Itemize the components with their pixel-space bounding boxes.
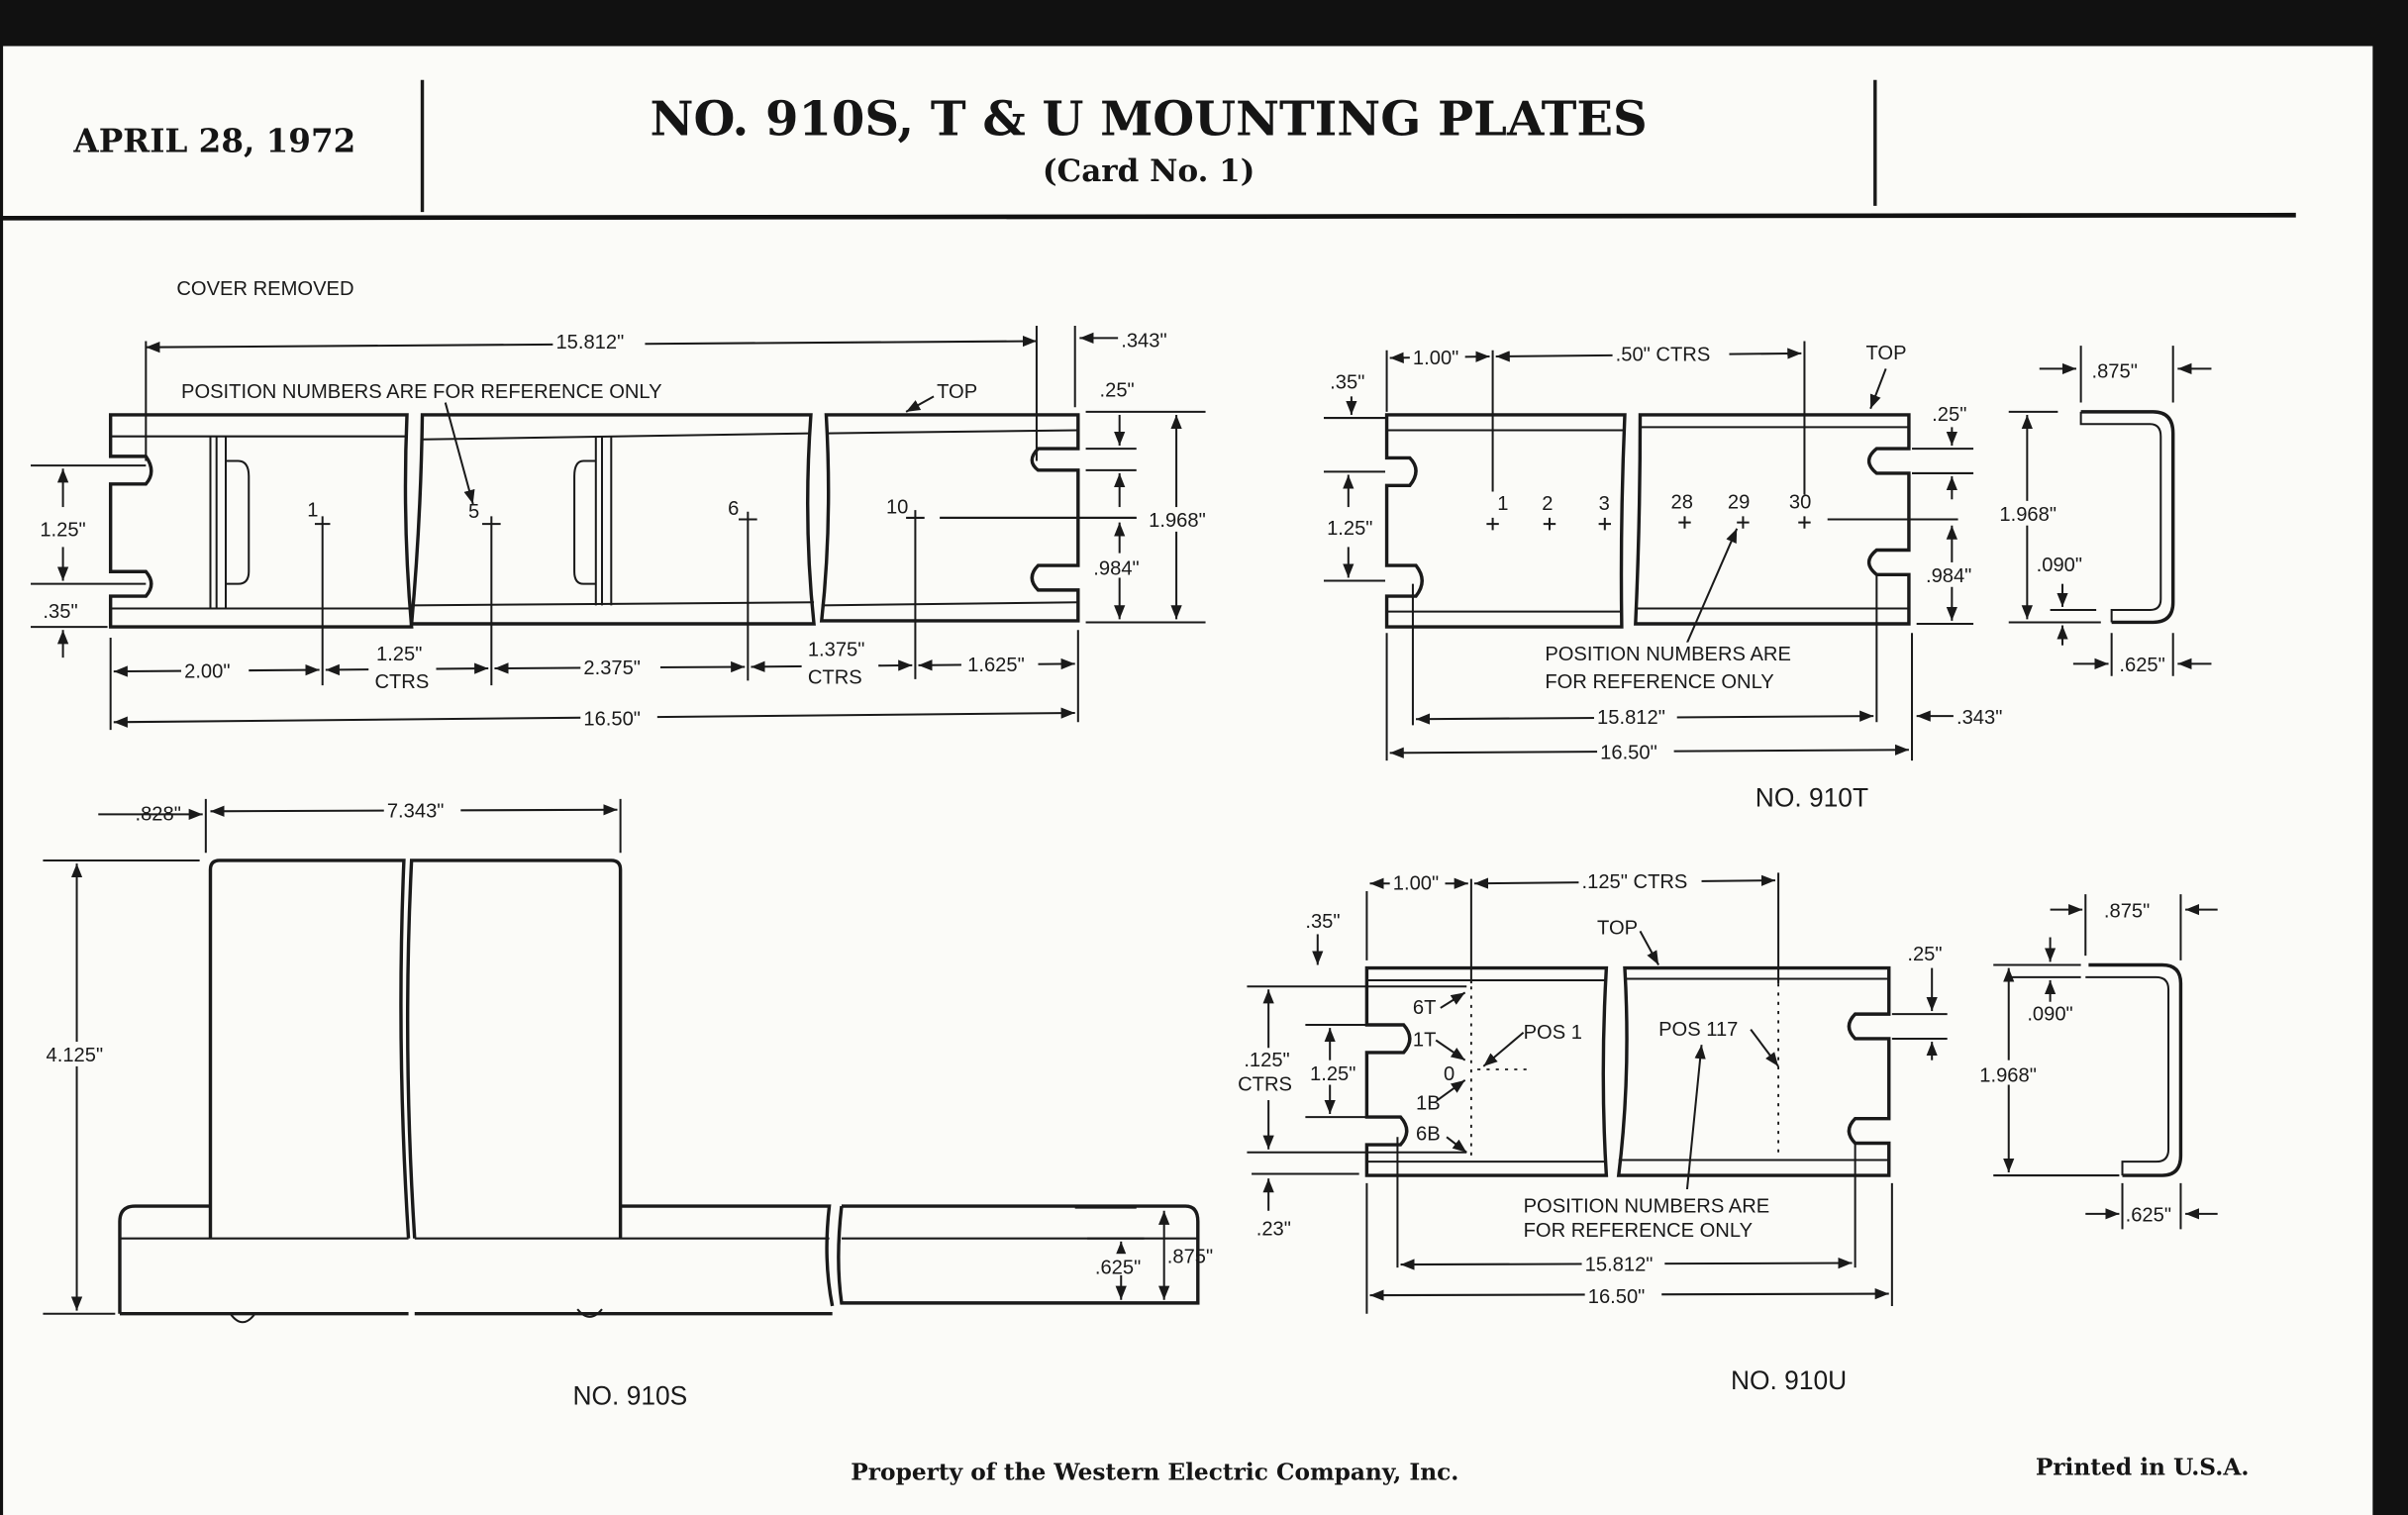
dim-125-ctrs: 1.25" — [376, 644, 422, 665]
reference-note: POSITION NUMBERS ARE FOR REFERENCE ONLY — [181, 381, 662, 403]
marker-zero: 0 — [1444, 1063, 1455, 1085]
dim-625: .625" — [2119, 655, 2164, 676]
dim-1968: 1.968" — [1999, 504, 2057, 526]
dim-1650: 16.50" — [583, 708, 641, 730]
dim-828: .828" — [135, 804, 180, 826]
dim-1968: 1.968" — [1979, 1064, 2037, 1086]
drawing-910s-top: COVER REMOVED POSITION NUMBERS ARE FOR R… — [31, 278, 1220, 730]
caption-910s: NO. 910S — [573, 1380, 688, 1410]
dim-125: 1.25" — [1310, 1063, 1355, 1085]
dim-875: .875" — [2104, 900, 2150, 922]
footer-printed: Printed in U.S.A. — [2036, 1455, 2250, 1481]
position-label: 1 — [307, 499, 318, 521]
dim-100: 1.00" — [1393, 872, 1439, 894]
drawing-910t: 1 2 3 28 29 30 1.00" .50" CTRS TOP .35" … — [1323, 341, 2212, 813]
dim-35: .35" — [43, 601, 77, 623]
date: APRIL 28, 1972 — [72, 122, 355, 160]
caption-910u: NO. 910U — [1731, 1365, 1847, 1395]
header-rule — [0, 212, 2296, 221]
dim-125a: .125" — [1244, 1050, 1289, 1071]
dim-984: .984" — [1926, 565, 1971, 587]
position-label: 3 — [1599, 493, 1610, 515]
marker-6t: 6T — [1413, 997, 1437, 1019]
dim-200: 2.00" — [184, 660, 230, 682]
position-label: 30 — [1789, 492, 1811, 514]
dim-125-ctrs: .125" CTRS — [1582, 871, 1688, 893]
top-label: TOP — [1597, 917, 1638, 939]
header: APRIL 28, 1972 NO. 910S, T & U MOUNTING … — [0, 79, 2296, 221]
dim-15812: 15.812" — [1597, 707, 1665, 729]
dim-1625: 1.625" — [967, 655, 1025, 676]
marker-1b: 1B — [1416, 1092, 1441, 1114]
footer-property: Property of the Western Electric Company… — [851, 1459, 1458, 1485]
dim-35: .35" — [1305, 911, 1340, 933]
dim-625: .625" — [2126, 1205, 2171, 1227]
reference-note: POSITION NUMBERS ARE — [1545, 644, 1791, 665]
dim-875: .875" — [2091, 361, 2137, 383]
dim-1968: 1.968" — [1149, 510, 1206, 532]
position-label: 28 — [1671, 492, 1693, 514]
dim-625: .625" — [1095, 1257, 1141, 1278]
dim-090: .090" — [2037, 555, 2082, 576]
dim-25: .25" — [1907, 944, 1942, 965]
dim-090: .090" — [2027, 1003, 2072, 1025]
top-label: TOP — [1865, 343, 1906, 364]
cover-note: COVER REMOVED — [176, 278, 353, 300]
dim-23: .23" — [1256, 1219, 1291, 1241]
ctrs-label: CTRS — [808, 667, 862, 689]
dim-343: .343" — [1121, 331, 1166, 353]
caption-910t: NO. 910T — [1756, 783, 1868, 813]
dim-25: .25" — [1100, 379, 1135, 401]
position-label: 1 — [1497, 493, 1508, 515]
dim-125: 1.25" — [40, 520, 85, 542]
dim-2375: 2.375" — [583, 657, 641, 679]
position-label: 10 — [886, 496, 908, 518]
paper — [3, 46, 2373, 1515]
dim-1650: 16.50" — [1600, 743, 1657, 764]
dim-15812: 15.812" — [1585, 1254, 1654, 1275]
reference-note: FOR REFERENCE ONLY — [1524, 1220, 1753, 1242]
ctrs-label: CTRS — [1238, 1074, 1292, 1096]
reference-note: FOR REFERENCE ONLY — [1545, 671, 1773, 693]
dim-100: 1.00" — [1413, 348, 1458, 369]
reference-note: POSITION NUMBERS ARE — [1524, 1195, 1770, 1217]
dim-1375: 1.375" — [808, 640, 865, 661]
position-labels: 1 2 3 28 29 30 — [1497, 492, 1811, 516]
position-label: 29 — [1728, 492, 1750, 514]
position-label: 6 — [728, 498, 739, 520]
marker-1t: 1T — [1413, 1030, 1437, 1052]
dim-343: .343" — [1956, 707, 2002, 729]
dim-4125: 4.125" — [47, 1045, 104, 1066]
dim-984: .984" — [1093, 557, 1139, 579]
drawing-910s-front: .828" 7.343" 4.125" .625" .875" NO. 910S — [43, 798, 1213, 1410]
dim-125: 1.25" — [1327, 518, 1372, 540]
dim-875: .875" — [1167, 1247, 1213, 1268]
ctrs-label: CTRS — [374, 671, 429, 693]
position-label: 2 — [1542, 493, 1553, 515]
drawing-910u: 1.00" .125" CTRS .35" TOP 6T 1T POS 1 0 … — [1235, 869, 2218, 1395]
dim-50-ctrs: .50" CTRS — [1616, 345, 1711, 366]
marker-6b: 6B — [1416, 1123, 1441, 1145]
marker-pos1: POS 1 — [1524, 1022, 1582, 1044]
dim-15812: 15.812" — [555, 332, 624, 354]
top-label: TOP — [937, 381, 977, 403]
marker-pos117: POS 117 — [1658, 1019, 1738, 1041]
dim-35: .35" — [1330, 372, 1364, 394]
dim-7343: 7.343" — [387, 801, 445, 823]
page-title: NO. 910S, T & U MOUNTING PLATES — [651, 92, 1648, 148]
dim-1650: 16.50" — [1588, 1286, 1646, 1308]
page-subtitle: (Card No. 1) — [1043, 153, 1255, 189]
position-label: 5 — [468, 501, 479, 523]
dim-25: .25" — [1932, 404, 1966, 426]
